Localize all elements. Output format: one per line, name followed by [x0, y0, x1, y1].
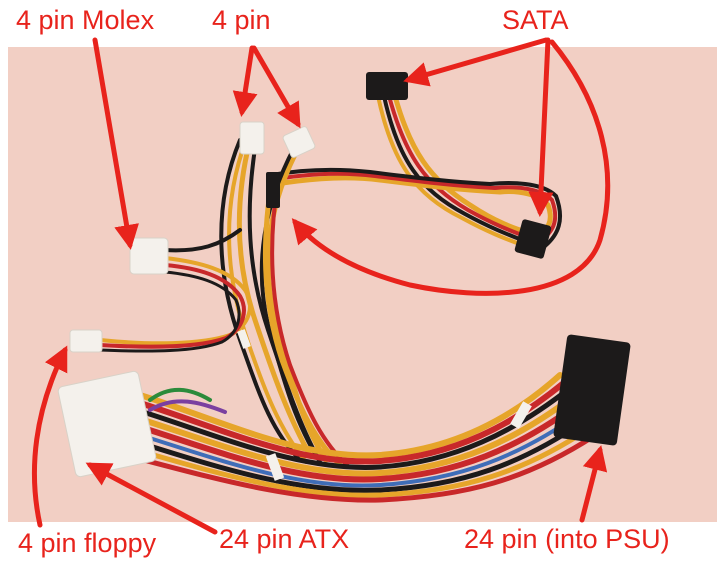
molex-connector: [129, 237, 169, 275]
psu-24pin-connector: [553, 334, 631, 446]
label-24pin-atx: 24 pin ATX: [219, 524, 350, 554]
arrow-sata-top: [403, 37, 549, 87]
sata-connector-top: [366, 72, 408, 100]
label-24pin-psu: 24 pin (into PSU): [464, 524, 670, 554]
label-sata: SATA: [502, 5, 569, 35]
arrow-psu: [579, 445, 608, 523]
cable-tie-molex: [237, 329, 251, 349]
sata-connector-middle: [514, 219, 552, 259]
cable-tie-bottom: [265, 453, 285, 481]
arrow-4pin-left: [232, 45, 258, 117]
four-pin-connector-left: [239, 121, 265, 155]
arrow-molex: [92, 37, 139, 250]
molex-floppy-wires: [98, 228, 252, 353]
label-4pin-molex: 4 pin Molex: [16, 5, 155, 35]
arrow-sata-loop: [291, 39, 611, 296]
arrow-floppy: [31, 345, 68, 528]
annotation-arrows: [31, 37, 611, 535]
arrow-sata-middle: [528, 37, 554, 217]
black-clip-connector: [266, 172, 280, 208]
label-4pin-floppy: 4 pin floppy: [18, 528, 157, 558]
cable-tie-right: [510, 401, 532, 429]
sata-harness: [267, 93, 562, 250]
atx-24pin-connector: [57, 370, 157, 478]
arrow-atx: [85, 462, 218, 535]
arrow-4pin-right: [251, 45, 301, 129]
label-4pin: 4 pin: [212, 5, 271, 35]
floppy-connector: [69, 329, 103, 353]
four-pin-connector-right: [282, 126, 316, 158]
